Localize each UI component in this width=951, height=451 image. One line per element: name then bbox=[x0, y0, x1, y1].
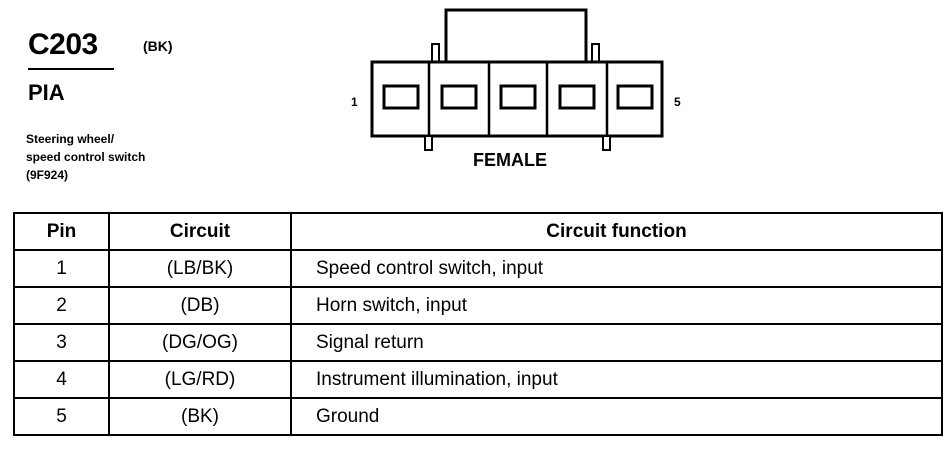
circuit-function: Instrument illumination, input bbox=[290, 360, 943, 399]
header-circuit-function: Circuit function bbox=[290, 212, 943, 251]
connector-id: C203 bbox=[28, 28, 98, 61]
pin-number: 3 bbox=[13, 323, 110, 362]
connector-post bbox=[602, 135, 611, 151]
connector-description: Steering wheel/ speed control switch (9F… bbox=[26, 130, 145, 184]
circuit-function: Speed control switch, input bbox=[290, 249, 943, 288]
circuit-color: (DG/OG) bbox=[108, 323, 292, 362]
pin-cavity-4 bbox=[558, 84, 596, 110]
pin-cavity-3 bbox=[499, 84, 537, 110]
table-row: 4 (LG/RD) Instrument illumination, input bbox=[13, 360, 943, 399]
circuit-color: (DB) bbox=[108, 286, 292, 325]
connector-color-code: (BK) bbox=[143, 38, 173, 54]
table-row: 2 (DB) Horn switch, input bbox=[13, 286, 943, 325]
pin-number: 1 bbox=[13, 249, 110, 288]
table-row: 3 (DG/OG) Signal return bbox=[13, 323, 943, 362]
pin-label-left: 1 bbox=[351, 95, 358, 109]
pin-cavity-2 bbox=[440, 84, 478, 110]
pin-number: 2 bbox=[13, 286, 110, 325]
gender-label: FEMALE bbox=[473, 150, 547, 170]
pin-cavity-1 bbox=[382, 84, 420, 110]
description-line: speed control switch bbox=[26, 150, 146, 164]
connector-face-diagram: 1 5 FEMALE bbox=[351, 8, 681, 170]
description-line: (9F924) bbox=[26, 168, 69, 182]
connector-post bbox=[431, 43, 440, 63]
connector-post bbox=[591, 43, 600, 63]
circuit-function: Horn switch, input bbox=[290, 286, 943, 325]
pin-number: 4 bbox=[13, 360, 110, 399]
connector-post bbox=[424, 135, 433, 151]
pin-cavity-5 bbox=[616, 84, 654, 110]
pin-number: 5 bbox=[13, 397, 110, 436]
circuit-function: Signal return bbox=[290, 323, 943, 362]
circuit-color: (LB/BK) bbox=[108, 249, 292, 288]
table-row: 1 (LB/BK) Speed control switch, input bbox=[13, 249, 943, 288]
table-row: 5 (BK) Ground bbox=[13, 397, 943, 436]
circuit-function: Ground bbox=[290, 397, 943, 436]
description-line: Steering wheel/ bbox=[26, 132, 115, 146]
circuit-color: (BK) bbox=[108, 397, 292, 436]
header-circuit: Circuit bbox=[108, 212, 292, 251]
connector-code: PIA bbox=[28, 80, 65, 105]
circuit-color: (LG/RD) bbox=[108, 360, 292, 399]
title-underline bbox=[28, 68, 114, 70]
header-pin: Pin bbox=[13, 212, 110, 251]
pinout-table: Pin Circuit Circuit function 1 (LB/BK) S… bbox=[13, 212, 943, 436]
pin-label-right: 5 bbox=[674, 95, 681, 109]
table-header-row: Pin Circuit Circuit function bbox=[13, 212, 943, 251]
connector-locking-tab bbox=[444, 8, 588, 64]
